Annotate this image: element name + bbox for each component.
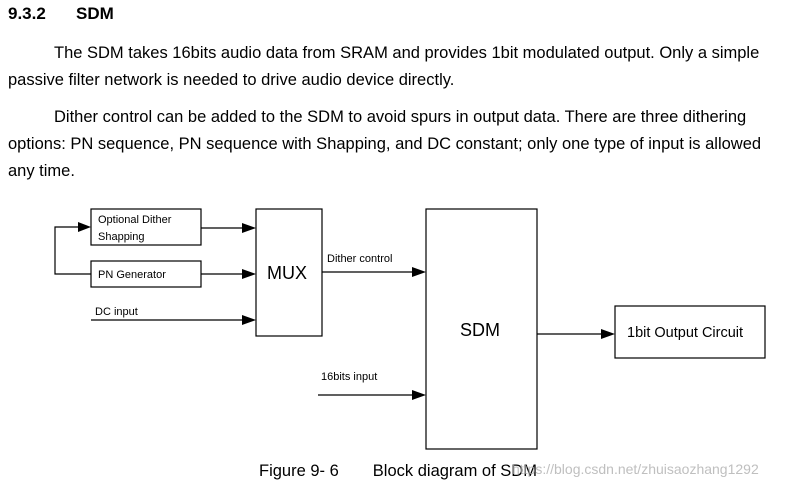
pn-to-mux-arrow [242, 269, 256, 279]
paragraph-2-text: Dither control can be added to the SDM t… [8, 108, 762, 180]
sdm-label: SDM [460, 320, 500, 340]
optional-dither-label-1: Optional Dither [98, 214, 172, 226]
section-number: 9.3.2 [8, 4, 46, 23]
paragraph-1-text: The SDM takes 16bits audio data from SRA… [8, 44, 760, 89]
dc-input-label: DC input [95, 306, 138, 318]
feedback-loop-line [54, 226, 91, 275]
output-circuit-box [614, 305, 766, 359]
section-heading: 9.3.2 SDM [8, 4, 114, 24]
figure-number: Figure 9- 6 [259, 462, 339, 480]
sdm-box [425, 208, 538, 450]
pn-generator-box [90, 260, 202, 288]
figure-title: Block diagram of SDM [372, 462, 537, 480]
mux-label: MUX [267, 263, 307, 283]
sdm-to-output-arrow [601, 329, 615, 339]
paragraph-dither-description: Dither control can be added to the SDM t… [8, 104, 786, 185]
figure-caption: Figure 9- 6 Block diagram of SDM [259, 462, 537, 481]
optional-dither-label-2: Shapping [98, 231, 145, 243]
mux-box [255, 208, 323, 337]
output-circuit-label: 1bit Output Circuit [627, 325, 743, 341]
dither-control-label: Dither control [327, 253, 392, 265]
dc-to-mux-arrow [242, 315, 256, 325]
mux-to-sdm-arrow [412, 267, 426, 277]
paragraph-sdm-description: The SDM takes 16bits audio data from SRA… [8, 40, 786, 94]
optional-dither-box [90, 208, 202, 246]
dither-to-mux-arrow [242, 223, 256, 233]
pn-generator-label: PN Generator [98, 269, 166, 281]
feedback-arrow [78, 222, 91, 232]
bits-input-arrow [412, 390, 426, 400]
section-title: SDM [76, 4, 114, 23]
watermark: https://blog.csdn.net/zhuisaozhang1292 [512, 461, 759, 477]
bits-input-label: 16bits input [321, 371, 377, 383]
